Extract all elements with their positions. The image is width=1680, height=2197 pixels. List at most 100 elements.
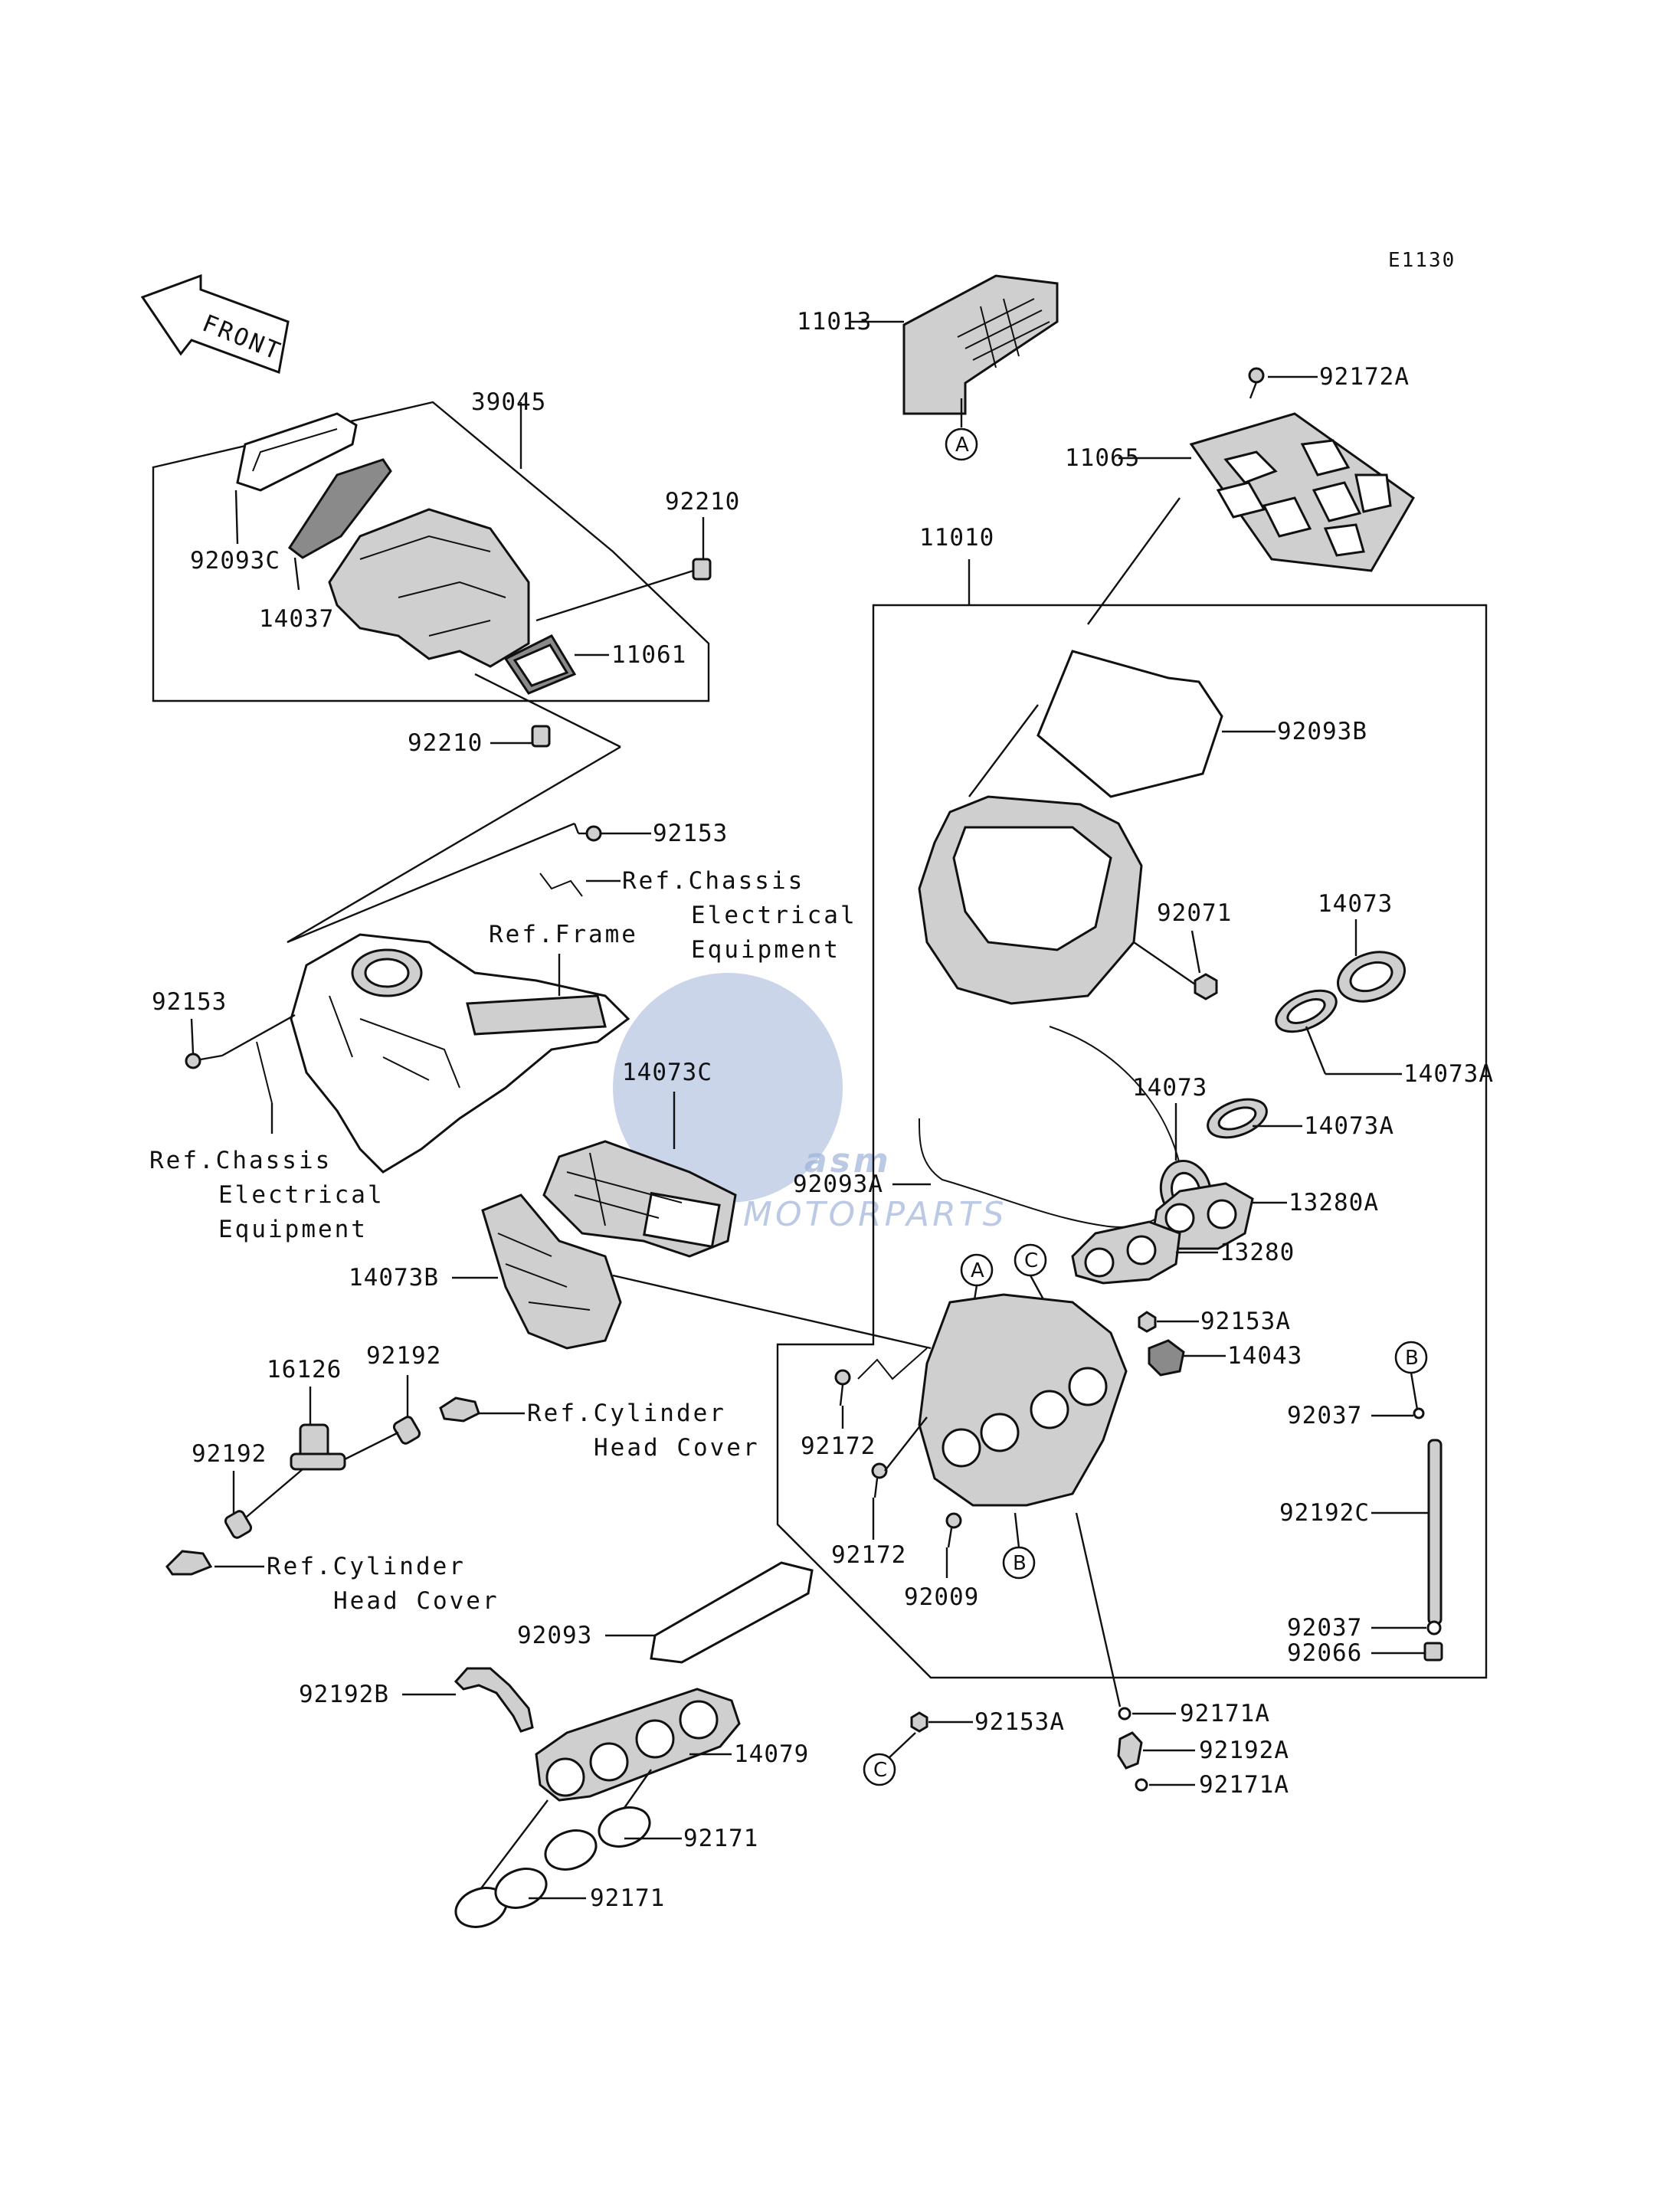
label-11061: 11061	[611, 641, 686, 669]
clamp-92037-top-icon	[1413, 1407, 1425, 1419]
front-arrow-icon: FRONT	[140, 273, 290, 375]
label-11010: 11010	[919, 524, 994, 552]
leader-14037	[293, 557, 300, 591]
label-92153A-bottom: 92153A	[974, 1708, 1065, 1736]
leader-92153-left-2	[221, 1013, 296, 1057]
label-92192-left: 92192	[192, 1440, 267, 1468]
cylinder-head-left-icon	[165, 1550, 213, 1576]
label-92153-top: 92153	[653, 820, 728, 847]
label-92210-bottom: 92210	[408, 729, 483, 757]
leader-92171-upper-2	[624, 1769, 652, 1809]
leader-92153-top-stem	[573, 823, 580, 834]
part-14073C-drawing	[542, 1140, 737, 1258]
part-92093-drawing	[650, 1561, 814, 1664]
label-13280A: 13280A	[1289, 1189, 1379, 1216]
label-11013: 11013	[797, 308, 872, 336]
group-box-39045	[152, 401, 710, 702]
leader-92093B-box	[968, 704, 1039, 797]
part-39045-drawing	[328, 508, 530, 668]
part-92093C-drawing	[236, 412, 358, 492]
part-14073-top-drawing	[1336, 951, 1407, 1003]
label-14073B: 14073B	[349, 1264, 439, 1292]
leader-92210-top-2	[535, 569, 694, 622]
nut-92153A-bottom-icon	[910, 1711, 928, 1733]
part-14037-drawing	[287, 458, 392, 559]
label-92192C: 92192C	[1279, 1499, 1370, 1527]
watermark-main: asm	[804, 1141, 892, 1180]
label-16126: 16126	[267, 1356, 342, 1383]
hose-92192-left-drawing	[224, 1510, 253, 1539]
leader-92192-left-2	[246, 1468, 303, 1518]
chassis-left-wire-icon	[256, 1041, 273, 1104]
screw-92172-lower-icon	[871, 1462, 888, 1498]
part-14043-drawing	[1148, 1339, 1185, 1377]
ref-cyl-top-1: Ref.Cylinder	[527, 1400, 726, 1427]
hose-92192A-drawing	[1117, 1731, 1143, 1770]
marker-b1-text: B	[1013, 1552, 1027, 1575]
label-92153A-right: 92153A	[1200, 1308, 1291, 1335]
label-92066: 92066	[1287, 1639, 1362, 1667]
hose-92192-top-drawing	[392, 1416, 421, 1445]
label-92172A: 92172A	[1319, 363, 1410, 391]
label-92171-lower: 92171	[590, 1884, 665, 1912]
part-11061-drawing	[503, 634, 577, 695]
ref-chassis-top-2: Electrical	[691, 902, 857, 929]
label-13280: 13280	[1220, 1239, 1295, 1266]
label-14079: 14079	[734, 1740, 809, 1768]
nut-92071-icon	[1194, 973, 1218, 1000]
screw-92153-left-icon	[185, 1053, 223, 1069]
label-92153-left: 92153	[152, 988, 227, 1016]
label-39045: 39045	[471, 388, 546, 416]
label-92192B: 92192B	[299, 1681, 389, 1708]
hose-92192C-drawing	[1427, 1439, 1443, 1626]
plug-92066-icon	[1423, 1642, 1443, 1662]
valve-16126-drawing	[290, 1423, 346, 1471]
part-11013-drawing	[902, 274, 1059, 415]
label-92037-top: 92037	[1287, 1402, 1362, 1429]
cylinder-head-top-icon	[439, 1396, 480, 1423]
label-92172-upper: 92172	[801, 1432, 876, 1460]
clip-92210-bottom-icon	[531, 725, 551, 748]
label-92210-top: 92210	[665, 488, 740, 516]
ref-cyl-left-1: Ref.Cylinder	[267, 1553, 466, 1580]
clamp-92171A-bottom-icon	[1135, 1778, 1148, 1792]
part-92093B-drawing	[1036, 650, 1223, 798]
label-92171-upper: 92171	[683, 1825, 758, 1852]
label-92093: 92093	[517, 1622, 592, 1649]
label-11065: 11065	[1065, 444, 1140, 472]
leader-92192-top-2	[344, 1431, 399, 1461]
label-14037: 14037	[259, 605, 334, 633]
marker-a1-text: A	[955, 434, 969, 457]
leader-92071-box	[1133, 941, 1196, 985]
leader-14073B-2	[612, 1274, 932, 1350]
leader-marker-b2	[1410, 1372, 1419, 1410]
leader-92093C	[234, 489, 239, 545]
label-92093B: 92093B	[1277, 718, 1367, 745]
ref-chassis-left-1: Ref.Chassis	[149, 1147, 332, 1174]
label-92071: 92071	[1157, 899, 1232, 927]
label-92171A-top: 92171A	[1180, 1700, 1270, 1727]
screw-92172-upper-icon	[834, 1369, 851, 1406]
label-92093C: 92093C	[190, 547, 280, 575]
hose-92192B-drawing	[454, 1667, 534, 1733]
leader-marker-c2	[888, 1732, 916, 1759]
clamp-92171-upper-drawing	[544, 1806, 651, 1871]
screw-92153-top-icon	[578, 825, 602, 842]
leader-marker-b1	[1014, 1512, 1020, 1548]
marker-b2-text: B	[1405, 1347, 1419, 1370]
nut-92153A-right-icon	[1138, 1311, 1157, 1333]
airbox-upper-drawing	[918, 795, 1143, 1005]
label-92192A: 92192A	[1199, 1737, 1289, 1764]
airbox-lower-drawing	[918, 1293, 1128, 1507]
screw-92009-icon	[945, 1512, 962, 1548]
marker-c1-text: C	[1024, 1249, 1038, 1272]
marker-a1	[945, 427, 978, 461]
leader-92172-upper-2	[857, 1347, 928, 1380]
ref-cyl-top-2: Head Cover	[594, 1434, 760, 1462]
leader-11065-box	[1087, 497, 1181, 625]
label-14073A-top: 14073A	[1403, 1060, 1494, 1088]
label-14073-mid: 14073	[1132, 1074, 1207, 1102]
frame-drawing	[290, 933, 630, 1174]
